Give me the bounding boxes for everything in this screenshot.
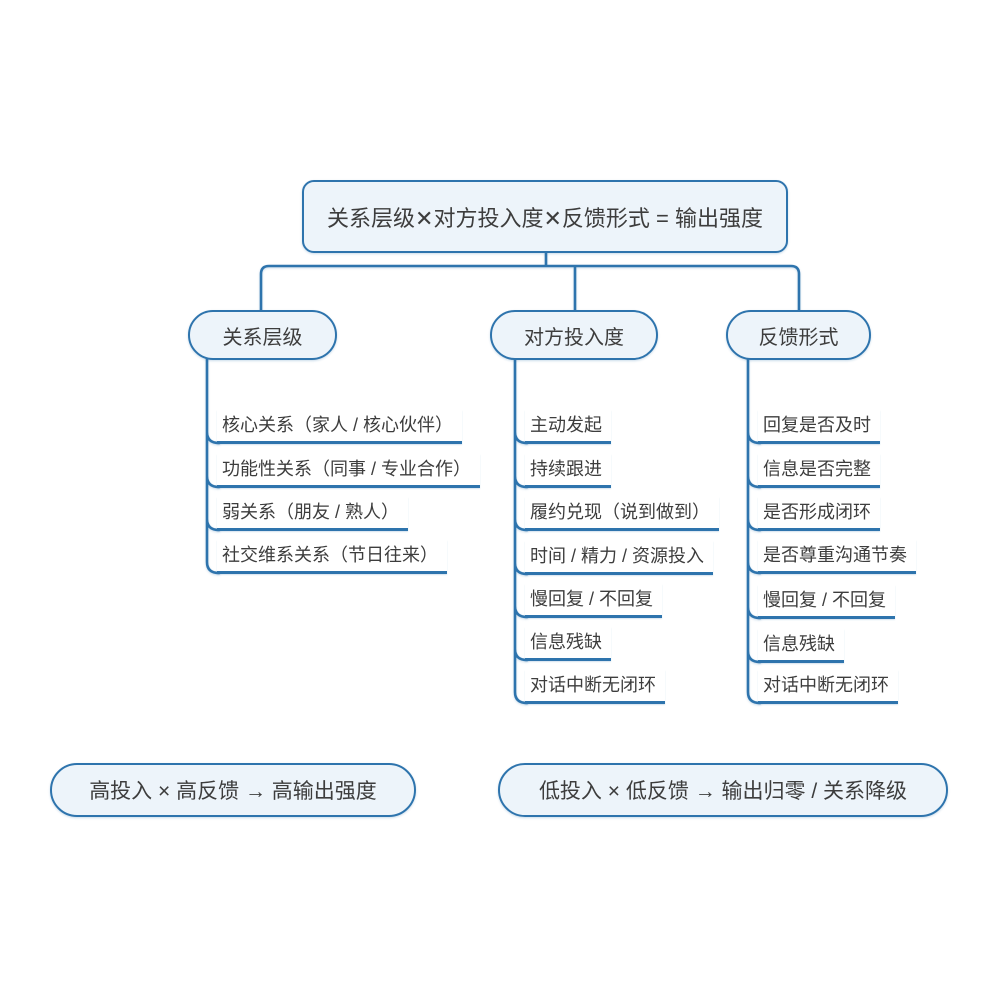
leaf-topic[interactable]: 对话中断无闭环 xyxy=(758,670,898,704)
root-topic-label: 关系层级✕对方投入度✕反馈形式 = 输出强度 xyxy=(327,205,763,231)
note-high-investment[interactable]: 高投入 × 高反馈 → 高输出强度 xyxy=(50,763,416,817)
note-label: 高投入 × 高反馈 → 高输出强度 xyxy=(89,780,377,803)
branch0-spine-and-curves xyxy=(205,356,221,575)
leaf-topic[interactable]: 信息是否完整 xyxy=(758,454,880,488)
note-low-investment[interactable]: 低投入 × 低反馈 → 输出归零 / 关系降级 xyxy=(498,763,948,817)
root-branch-connector xyxy=(259,251,801,314)
root-topic[interactable]: 关系层级✕对方投入度✕反馈形式 = 输出强度 xyxy=(302,180,788,253)
leaf-topic[interactable]: 慢回复 / 不回复 xyxy=(525,584,663,618)
branch-feedback-form[interactable]: 反馈形式 xyxy=(726,310,871,360)
leaf-topic[interactable]: 回复是否及时 xyxy=(758,410,880,444)
leaf-topic[interactable]: 对话中断无闭环 xyxy=(525,670,665,704)
leaf-topic[interactable]: 信息残缺 xyxy=(525,627,611,661)
branch-label: 对方投入度 xyxy=(524,326,624,349)
branch1-spine-and-curves xyxy=(513,356,529,705)
leaf-topic[interactable]: 弱关系（朋友 / 熟人） xyxy=(217,497,409,531)
leaf-topic[interactable]: 信息残缺 xyxy=(758,629,844,663)
branch-label: 关系层级 xyxy=(222,326,303,349)
branch-partner-investment[interactable]: 对方投入度 xyxy=(490,310,658,360)
leaf-topic[interactable]: 功能性关系（同事 / 专业合作） xyxy=(217,454,481,488)
branch2-spine-and-curves xyxy=(746,356,762,705)
branch-label: 反馈形式 xyxy=(758,326,839,349)
leaf-topic[interactable]: 社交维系关系（节日往来） xyxy=(217,540,447,574)
leaf-topic[interactable]: 是否尊重沟通节奏 xyxy=(758,540,916,574)
leaf-topic[interactable]: 时间 / 精力 / 资源投入 xyxy=(525,541,714,575)
leaf-topic[interactable]: 主动发起 xyxy=(525,410,611,444)
branch-relationship-level[interactable]: 关系层级 xyxy=(188,310,337,360)
leaf-topic[interactable]: 慢回复 / 不回复 xyxy=(758,585,896,619)
leaf-topic[interactable]: 履约兑现（说到做到） xyxy=(525,497,719,531)
leaf-topic[interactable]: 核心关系（家人 / 核心伙伴） xyxy=(217,410,463,444)
leaf-topic[interactable]: 是否形成闭环 xyxy=(758,497,880,531)
leaf-topic[interactable]: 持续跟进 xyxy=(525,454,611,488)
note-label: 低投入 × 低反馈 → 输出归零 / 关系降级 xyxy=(538,780,908,803)
